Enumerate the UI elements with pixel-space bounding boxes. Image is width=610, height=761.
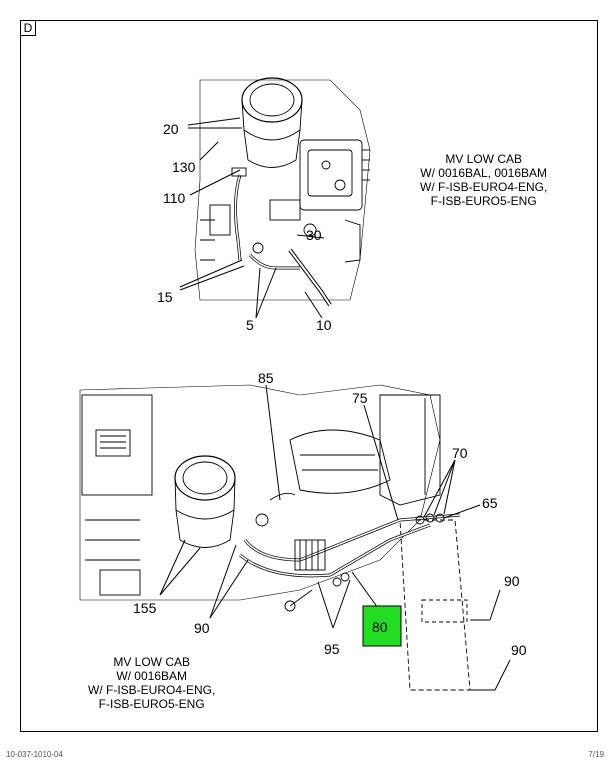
- top-configuration-caption: MV LOW CAB W/ 0016BAL, 0016BAM W/ F-ISB-…: [420, 152, 547, 208]
- top-caption-line-2: W/ 0016BAL, 0016BAM: [420, 166, 548, 180]
- callout-15: 15: [157, 289, 173, 305]
- callout-90-lower-right: 90: [511, 642, 527, 658]
- footer-page-ref: 7/19: [588, 750, 604, 759]
- callout-5: 5: [246, 317, 254, 333]
- callout-155: 155: [133, 600, 157, 616]
- bottom-caption-line-1: MV LOW CAB: [113, 655, 191, 669]
- bottom-caption-line-3: W/ F-ISB-EURO4-ENG,: [88, 683, 216, 697]
- highlight-box-80: [362, 605, 402, 647]
- callout-20: 20: [163, 121, 179, 137]
- section-letter: D: [20, 20, 36, 36]
- callout-10: 10: [316, 317, 332, 333]
- callout-130: 130: [172, 159, 196, 175]
- bottom-engine-illustration: [79, 384, 471, 691]
- bottom-caption-line-4: F-ISB-EURO5-ENG: [98, 697, 205, 711]
- bottom-caption-line-2: W/ 0016BAM: [116, 669, 188, 683]
- callout-65: 65: [482, 495, 498, 511]
- footer-document-id: 10-037-1010-04: [6, 750, 63, 759]
- top-leader-lines: [179, 117, 325, 319]
- top-caption-line-3: W/ F-ISB-EURO4-ENG,: [420, 180, 548, 194]
- top-engine-illustration: [194, 77, 371, 307]
- callout-90-left: 90: [194, 620, 210, 636]
- top-caption-line-1: MV LOW CAB: [445, 152, 523, 166]
- callout-95: 95: [324, 641, 340, 657]
- callout-85: 85: [258, 370, 274, 386]
- callout-90-upper-right: 90: [504, 573, 520, 589]
- callout-30: 30: [306, 227, 322, 243]
- top-caption-line-4: F-ISB-EURO5-ENG: [430, 194, 537, 208]
- diagram-frame: [20, 20, 598, 732]
- bottom-configuration-caption: MV LOW CAB W/ 0016BAM W/ F-ISB-EURO4-ENG…: [88, 655, 215, 711]
- callout-110: 110: [163, 190, 186, 206]
- callout-75: 75: [352, 390, 368, 406]
- callout-80: 80: [372, 619, 388, 635]
- callout-70: 70: [452, 445, 468, 461]
- bottom-leader-lines: [159, 384, 511, 691]
